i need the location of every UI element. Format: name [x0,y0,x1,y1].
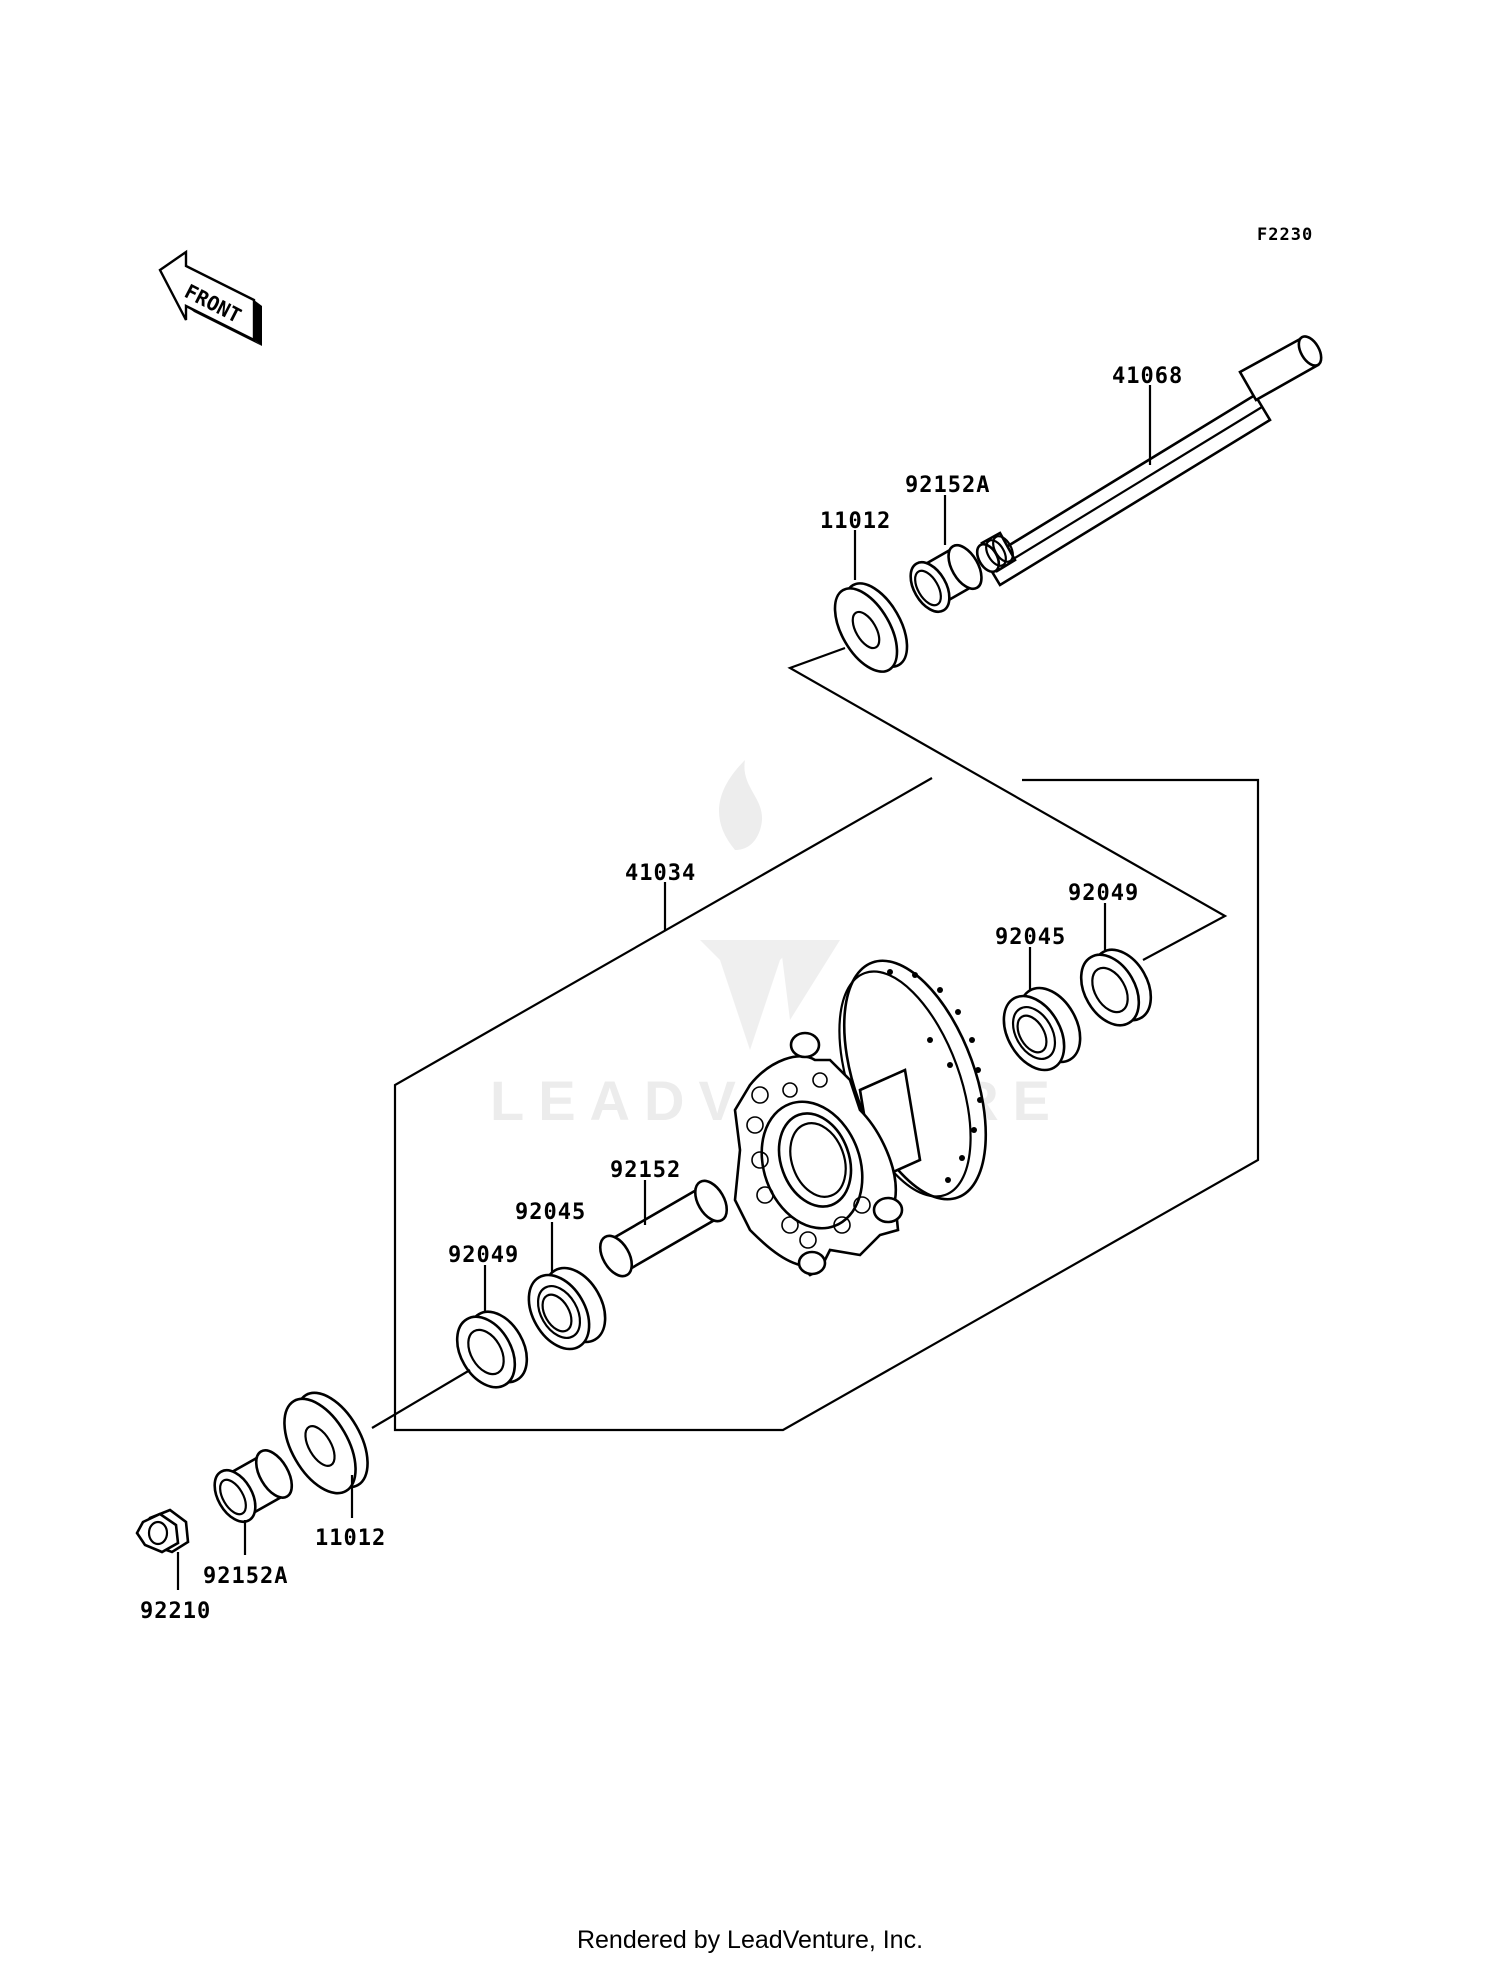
label-oil-seal-left: 92049 [448,1243,519,1268]
label-cover-lower: 11012 [315,1526,386,1551]
label-collar-lower: 92152A [203,1564,288,1589]
label-bearing-left: 92045 [515,1200,586,1225]
sleeve-part [598,1179,729,1278]
label-oil-seal-right: 92049 [1068,881,1139,906]
footer-credit: Rendered by LeadVenture, Inc. [576,1926,924,1954]
label-nut: 92210 [140,1599,211,1624]
bearing-right-part [1002,986,1082,1072]
nut-part [135,1508,190,1554]
collar-lower-part [213,1449,294,1523]
label-cover-upper: 11012 [820,509,891,534]
hub-part [733,959,988,1277]
bearing-left-part [527,1266,607,1351]
label-bearing-right: 92045 [995,925,1066,950]
label-hub-assembly: 41034 [625,861,696,886]
leadventure-watermark-logo [700,760,840,1050]
cover-lower-part [283,1391,369,1495]
cover-upper-part [833,582,909,673]
label-collar-upper: 92152A [905,473,990,498]
axle-part [975,335,1323,587]
label-sleeve: 92152 [610,1158,681,1183]
front-arrow-icon: FRONT [158,249,262,346]
label-axle: 41068 [1112,364,1183,389]
figure-code: F2230 [1257,225,1313,245]
oil-seal-left-part [455,1310,529,1389]
oil-seal-right-part [1079,948,1153,1027]
collar-upper-part [909,543,983,614]
